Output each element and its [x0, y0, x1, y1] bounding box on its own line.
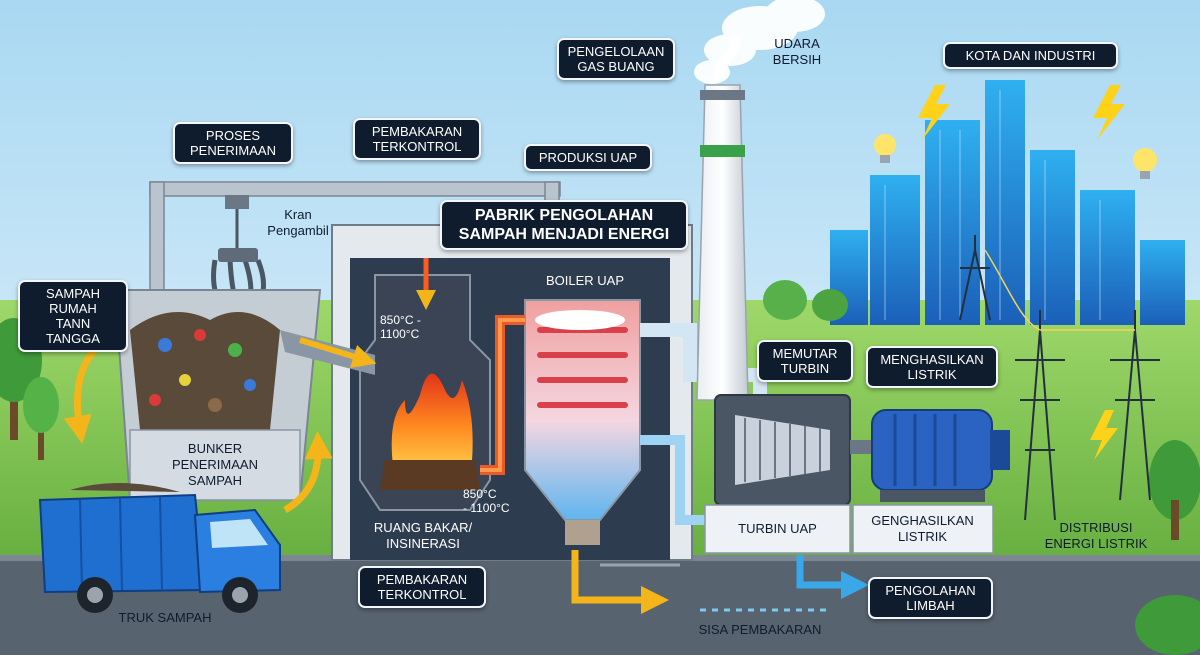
bunker	[113, 289, 322, 501]
label-boiler-uap: BOILER UAP	[545, 273, 625, 288]
boiler	[524, 299, 641, 545]
label-sisa-pembakaran: SISA PEMBAKARAN	[698, 622, 822, 637]
label-memutar-turbin: MEMUTAR TURBIN	[757, 340, 853, 382]
label-distribusi: DISTRIBUSI ENERGI LISTRIK	[1044, 520, 1148, 551]
hot-gas-pipe-core	[480, 318, 525, 472]
furnace-fire	[391, 373, 473, 480]
label-turbin-uap: TURBIN UAP	[738, 521, 817, 536]
yellow-arrow-up	[283, 431, 333, 514]
label-pengolahan-limbah: PENGOLAHAN LIMBAH	[868, 577, 993, 619]
label-produksi-uap: PRODUKSI UAP	[524, 144, 652, 171]
steam-pipe-return	[640, 435, 720, 525]
label-kran-pengambil: Kran Pengambil	[267, 207, 329, 238]
label-sampah-rumah-tangga: SAMPAH RUMAH TANN TANGGA	[18, 280, 128, 352]
waste-feed-arrow	[299, 337, 377, 368]
label-udara-bersih: UDARA BERSIH	[772, 36, 822, 67]
generator	[871, 409, 1010, 502]
label-kota-industri: KOTA DAN INDUSTRI	[943, 42, 1118, 69]
chimney-stack	[696, 33, 749, 401]
crane-claw-icon	[211, 195, 266, 307]
label-ruang-bakar: RUANG BAKAR/ INSINERASI	[373, 520, 473, 551]
label-truk-sampah: TRUK SAMPAH	[118, 610, 212, 625]
generator-platform	[852, 504, 994, 554]
label-temp-upper: 850°C - 1100°C	[380, 313, 421, 341]
label-pembakaran-terkontrol-bottom: PEMBAKARAN TERKONTROL	[358, 566, 486, 608]
waste-pile	[149, 329, 256, 412]
garbage-truck	[38, 482, 281, 613]
lightning-icon	[918, 85, 1125, 460]
label-pabrik: PABRIK PENGOLAHAN SAMPAH MENJADI ENERGI	[440, 200, 688, 250]
turbine-platform	[704, 504, 851, 554]
label-menghasilkan-listrik: MENGHASILKAN LISTRIK	[866, 346, 998, 388]
transmission-towers	[959, 235, 1160, 521]
light-bulb-icon	[874, 134, 1157, 179]
label-proses-penerimaan: PROSES PENERIMAAN	[173, 122, 293, 164]
ash-arrow	[571, 550, 669, 614]
city-skyline	[830, 80, 1185, 325]
label-pembakaran-terkontrol-top: PEMBAKARAN TERKONTROL	[353, 118, 481, 160]
label-temp-lower: 850°C - 1100°C	[463, 487, 510, 515]
wastewater-arrow	[796, 555, 869, 599]
steam-pipe	[640, 323, 767, 400]
label-bunker: BUNKER PENERIMAAN SAMPAH	[172, 441, 258, 488]
label-genghasilkan-listrik: GENGHASILKAN LISTRIK	[871, 513, 974, 544]
label-pengelolaan-gas: PENGELOLAAN GAS BUANG	[557, 38, 675, 80]
